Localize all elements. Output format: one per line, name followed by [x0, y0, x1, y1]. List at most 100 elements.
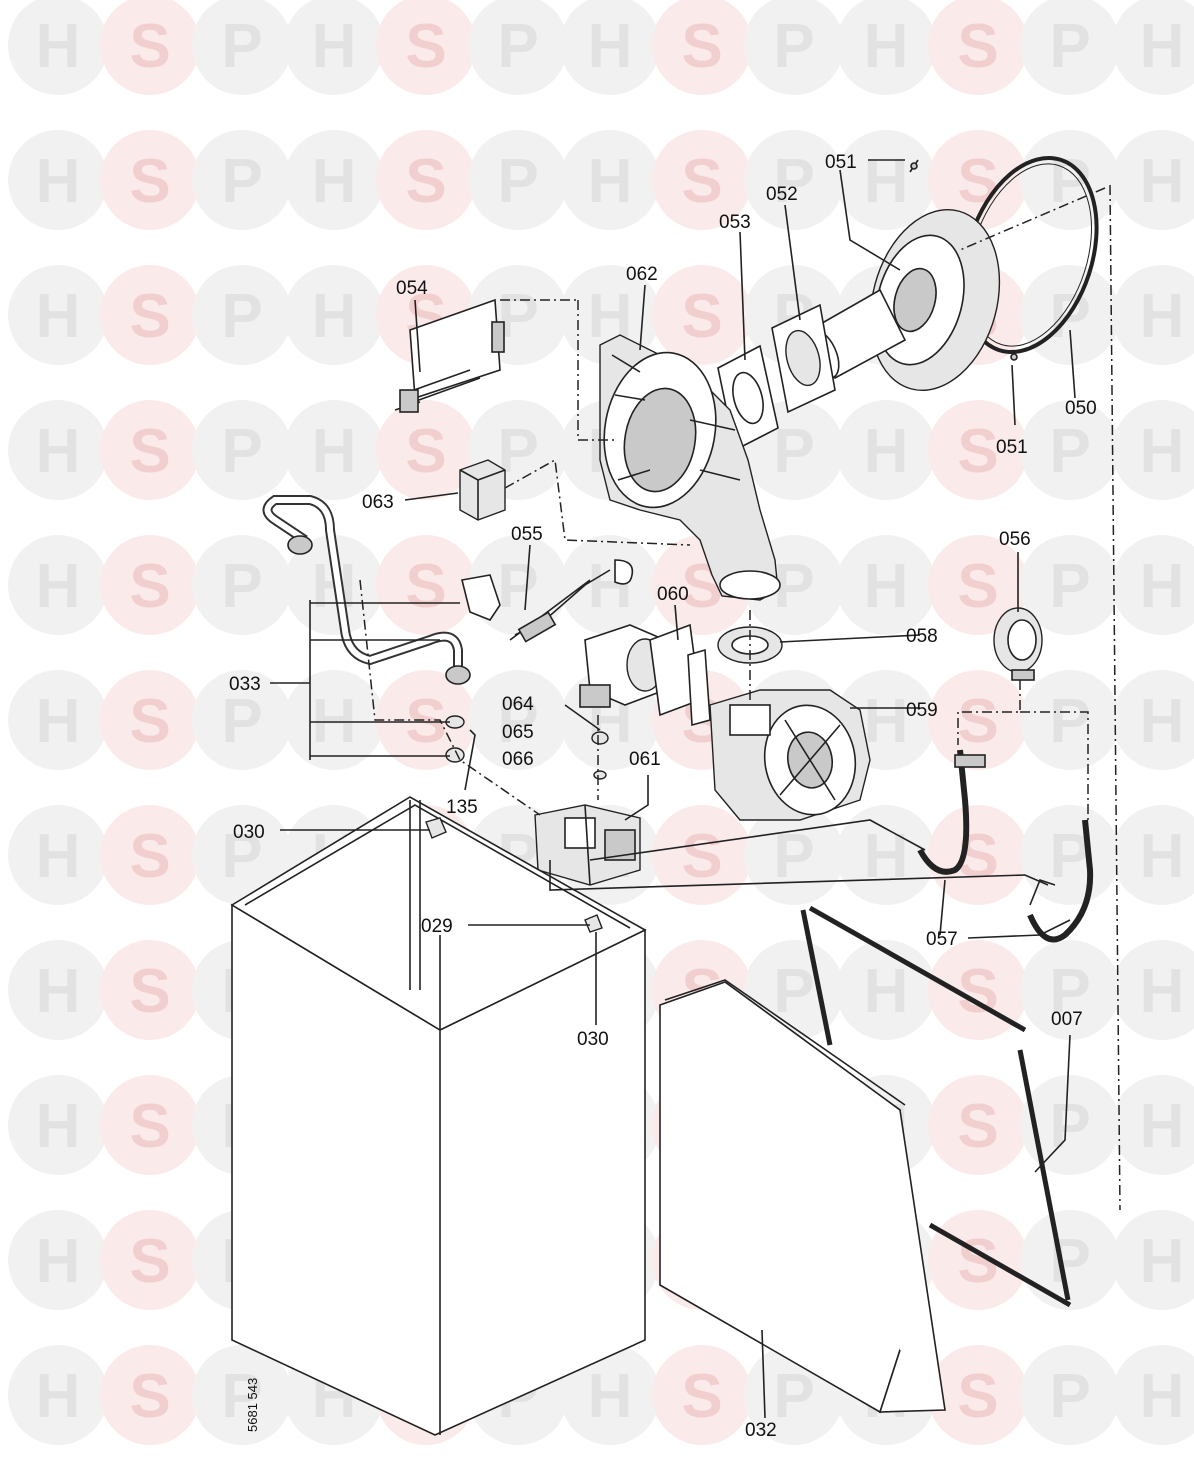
- watermark-circle: [100, 400, 200, 500]
- watermark-circle: [100, 535, 200, 635]
- watermark-circle: [8, 670, 108, 770]
- watermark-circle: [652, 805, 752, 905]
- watermark-circle: [100, 670, 200, 770]
- watermark-circle: [928, 805, 1028, 905]
- label-030-right[interactable]: 030: [577, 1029, 609, 1050]
- boiler-casing[interactable]: [230, 796, 647, 1436]
- watermark-letter: H: [864, 552, 909, 621]
- watermark-letter: H: [864, 147, 909, 216]
- label-051-top[interactable]: 051: [825, 152, 857, 173]
- watermark-circle: [836, 400, 936, 500]
- watermark-circle: [8, 400, 108, 500]
- label-033[interactable]: 033: [229, 674, 261, 695]
- watermark-circle: [8, 265, 108, 365]
- watermark-circle: [376, 130, 476, 230]
- watermark-letter: S: [129, 1092, 170, 1161]
- watermark-letter: S: [405, 552, 446, 621]
- watermark-letter: S: [681, 1362, 722, 1431]
- watermark-circle: [744, 130, 844, 230]
- label-054[interactable]: 054: [396, 278, 428, 299]
- part-052-flange[interactable]: [771, 303, 836, 414]
- watermark-letter: H: [36, 822, 81, 891]
- watermark-letter: P: [221, 12, 262, 81]
- part-033-gas-pipe[interactable]: [262, 495, 501, 763]
- watermark-circle: [192, 805, 292, 905]
- watermark-circle: [928, 1075, 1028, 1175]
- label-029[interactable]: 029: [421, 916, 453, 937]
- watermark-circle: [1112, 0, 1194, 95]
- part-059-fan[interactable]: [709, 689, 871, 822]
- burner-head-assembly[interactable]: [798, 159, 1018, 405]
- watermark-letter: S: [129, 957, 170, 1026]
- watermark-letter: P: [497, 552, 538, 621]
- watermark-circle: [8, 805, 108, 905]
- label-055[interactable]: 055: [511, 524, 543, 545]
- watermark-circle: [1112, 940, 1194, 1040]
- watermark-letter: P: [497, 12, 538, 81]
- watermark-circle: [192, 670, 292, 770]
- watermark-letter: S: [129, 1362, 170, 1431]
- label-050[interactable]: 050: [1065, 398, 1097, 419]
- watermark-circle: [376, 670, 476, 770]
- label-065[interactable]: 065: [502, 722, 534, 743]
- watermark-circle: [284, 265, 384, 365]
- watermark-letter: S: [957, 12, 998, 81]
- label-057[interactable]: 057: [926, 929, 958, 950]
- label-064[interactable]: 064: [502, 694, 534, 715]
- watermark-letter: H: [312, 147, 357, 216]
- part-061-gas-valve-body[interactable]: [534, 804, 641, 886]
- label-060[interactable]: 060: [657, 584, 689, 605]
- watermark-letter: S: [957, 417, 998, 486]
- label-061[interactable]: 061: [629, 749, 661, 770]
- watermark-letter: S: [129, 417, 170, 486]
- label-066[interactable]: 066: [502, 749, 534, 770]
- part-057-silicone-tubes[interactable]: [917, 749, 1094, 943]
- label-062[interactable]: 062: [626, 264, 658, 285]
- label-032[interactable]: 032: [745, 1420, 777, 1441]
- label-056[interactable]: 056: [999, 529, 1031, 550]
- watermark-letter: H: [1140, 552, 1185, 621]
- label-058[interactable]: 058: [906, 626, 938, 647]
- label-053[interactable]: 053: [719, 212, 751, 233]
- watermark-letter: P: [221, 552, 262, 621]
- part-062-burner-housing[interactable]: [592, 334, 781, 601]
- drawing-code: 5681 543: [245, 1378, 260, 1432]
- watermark-circle: [100, 940, 200, 1040]
- watermark-circle: [1112, 670, 1194, 770]
- part-007-seal-strips[interactable]: [800, 905, 1072, 1308]
- part-056-air-pressure-switch[interactable]: [993, 607, 1043, 681]
- watermark-letter: P: [773, 417, 814, 486]
- part-064-066-seals[interactable]: [591, 731, 609, 780]
- watermark-letter: P: [497, 687, 538, 756]
- watermark-circle: [468, 0, 568, 95]
- watermark-letter: H: [864, 957, 909, 1026]
- watermark-circle: [1020, 400, 1120, 500]
- label-052[interactable]: 052: [766, 184, 798, 205]
- part-055-ionisation-electrode[interactable]: [509, 559, 634, 643]
- watermark-letter: S: [957, 147, 998, 216]
- part-060-gas-valve[interactable]: [579, 623, 711, 727]
- watermark-circle: [1112, 265, 1194, 365]
- label-063[interactable]: 063: [362, 492, 394, 513]
- label-007[interactable]: 007: [1051, 1009, 1083, 1030]
- watermark-circle: [1020, 1210, 1120, 1310]
- label-059[interactable]: 059: [906, 700, 938, 721]
- watermark-letter: P: [221, 687, 262, 756]
- leader-lines: [270, 159, 1076, 1419]
- label-135[interactable]: 135: [446, 797, 478, 818]
- watermark-circle: [8, 1075, 108, 1175]
- watermark-circle: [1020, 0, 1120, 95]
- watermark-circle: [1112, 535, 1194, 635]
- watermark-circle: [560, 265, 660, 365]
- part-054-ignition-electrode[interactable]: [394, 298, 505, 413]
- watermark-letter: S: [129, 822, 170, 891]
- part-063-ignition-unit[interactable]: [459, 459, 506, 521]
- label-051-bottom[interactable]: 051: [996, 437, 1028, 458]
- watermark-letter: P: [1049, 552, 1090, 621]
- label-030-left[interactable]: 030: [233, 822, 265, 843]
- watermark-circle: [1020, 1075, 1120, 1175]
- watermark-letter: H: [36, 147, 81, 216]
- part-032-front-panel[interactable]: [659, 979, 946, 1414]
- watermark-circle: [100, 130, 200, 230]
- watermark-circle: [1112, 1210, 1194, 1310]
